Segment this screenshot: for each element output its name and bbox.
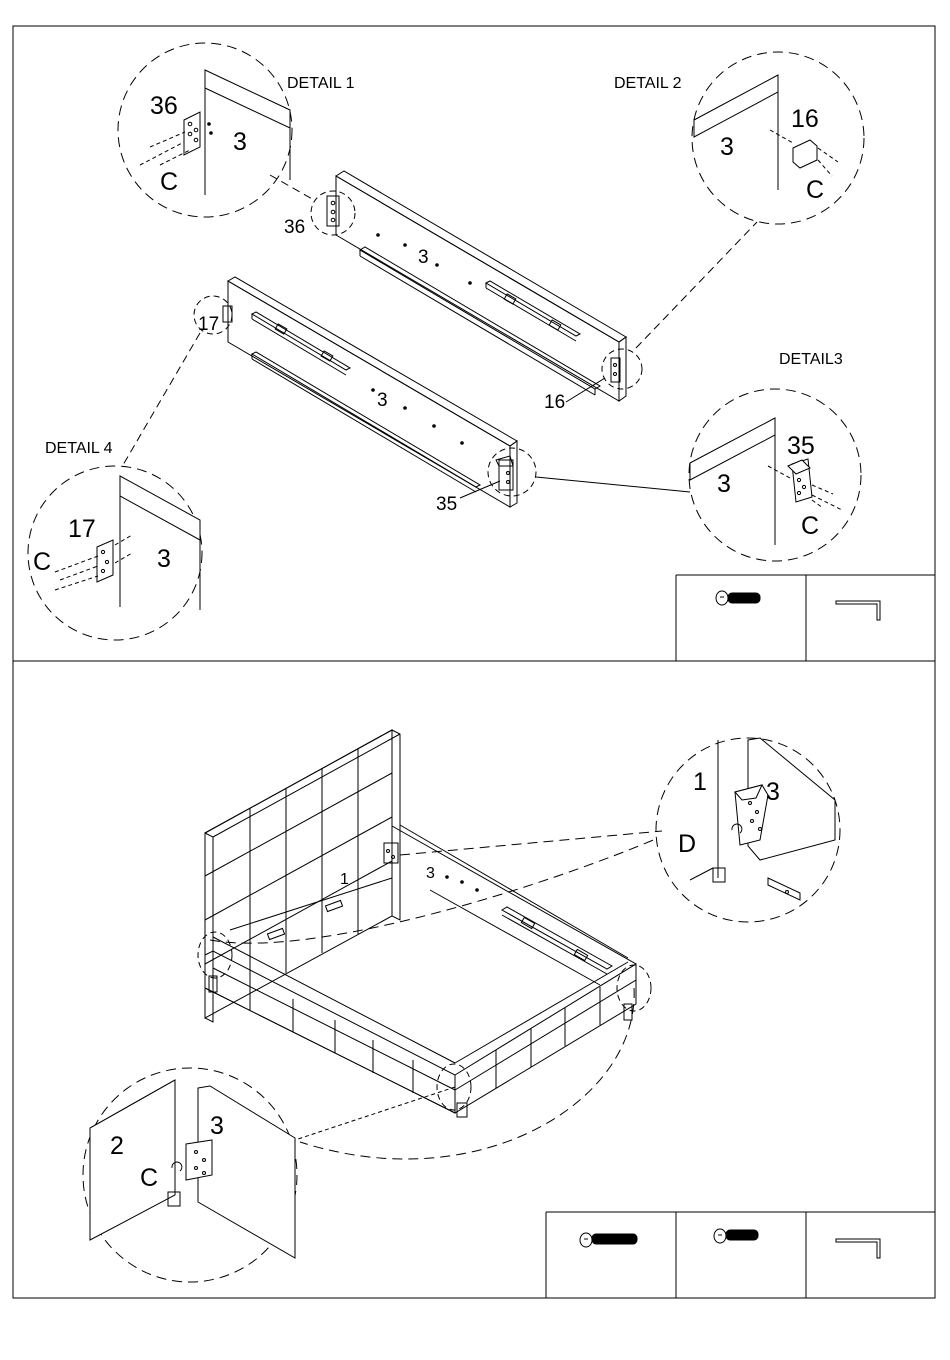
detail-top-part-a: 1 [693,768,707,796]
rail-back-bracket-left: 36 [284,217,305,238]
step1-tools-table [676,575,935,661]
detail-bottom-part-b: 3 [210,1112,224,1140]
rail-front-panel: 3 [377,390,388,411]
rail-front-bracket-left: 17 [198,314,219,335]
allen-key-icon [836,1239,880,1258]
rail-front-bracket-right: 35 [436,494,457,515]
short-bolt-icon [716,591,760,605]
detail-2 [692,52,864,224]
detail-4-screw: C [33,548,51,576]
allen-key-icon [836,601,880,620]
detail-3-screw: C [801,512,819,540]
detail-4-panel: 3 [157,545,171,573]
detail-top-part-b: 3 [766,778,780,806]
detail-3 [689,389,861,561]
short-bolt-icon [714,1229,758,1243]
rail-front [194,277,536,507]
bed-frame [198,730,651,1117]
detail-2-bracket: 16 [791,105,819,133]
rail-back [311,171,642,402]
detail-2-screw: C [806,176,824,204]
detail-3-title: DETAIL3 [779,351,843,368]
detail-1-panel: 3 [233,128,247,156]
detail-bottom-screw: C [140,1164,158,1192]
detail-1 [118,43,292,217]
detail-2-panel: 3 [720,133,734,161]
detail-3-bracket: 35 [787,432,815,460]
detail-4-title: DETAIL 4 [45,440,113,457]
detail-bottom-part-a: 2 [110,1132,124,1160]
rail-back-bracket-right: 16 [544,392,565,413]
detail-bottom [83,1068,297,1282]
detail-2-title: DETAIL 2 [614,75,682,92]
frame-headboard-rail: 1 [340,871,349,888]
detail-1-bracket: 36 [150,92,178,120]
detail-4 [28,466,202,640]
detail-1-title: DETAIL 1 [287,75,355,92]
detail-1-screw: C [160,168,178,196]
detail-4-bracket: 17 [68,515,96,543]
frame-side-rail: 3 [426,865,435,882]
detail-3-panel: 3 [717,470,731,498]
rail-back-panel: 3 [418,247,429,268]
long-bolt-icon [580,1233,637,1247]
detail-top-screw: D [678,830,696,858]
